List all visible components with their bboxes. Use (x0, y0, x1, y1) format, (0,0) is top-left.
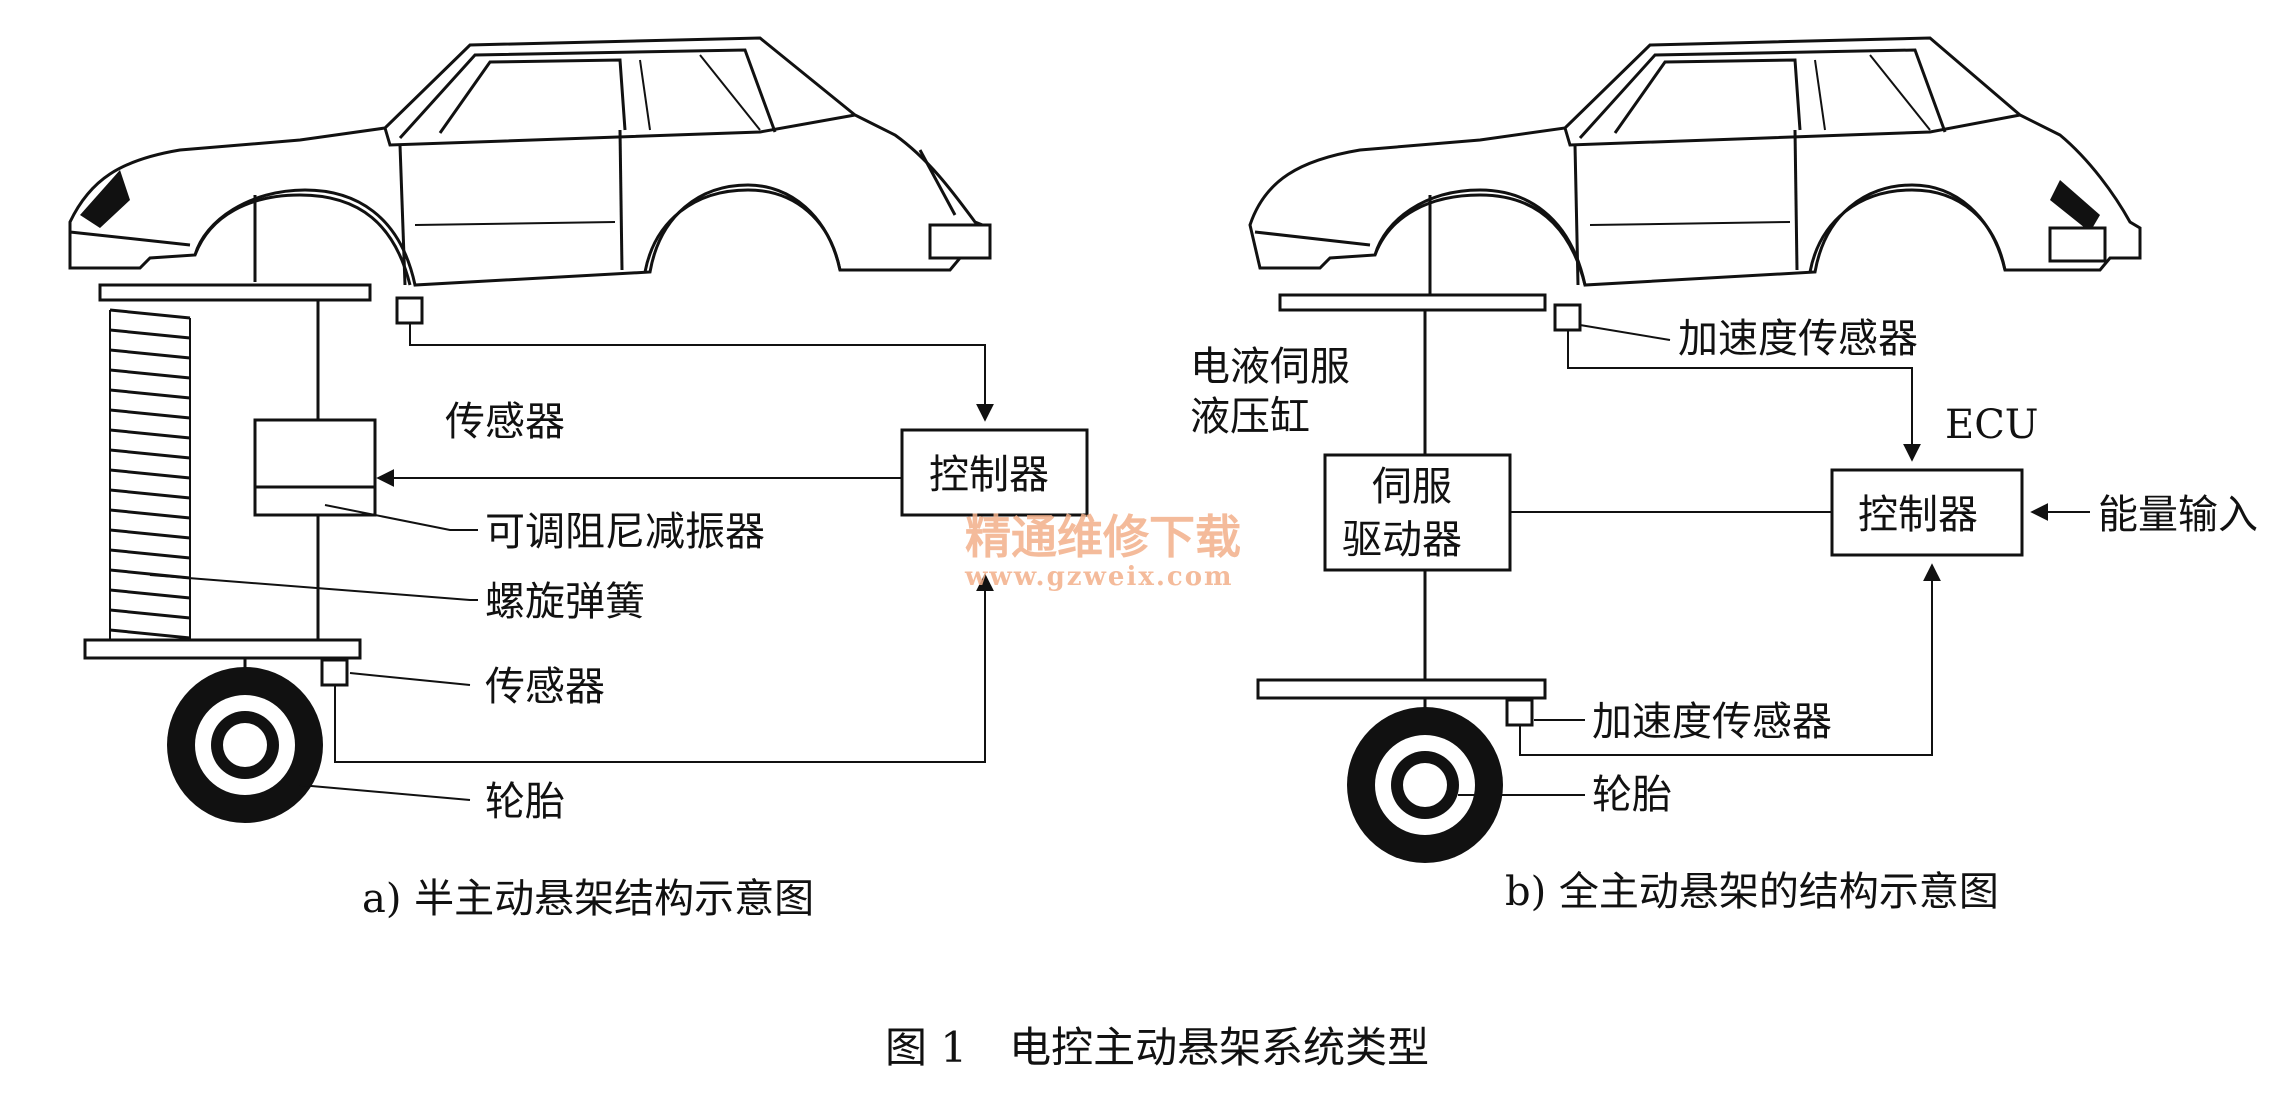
car-body-b (1248, 36, 2142, 287)
controller-box-a (900, 428, 1089, 517)
coil-spring-a (109, 308, 191, 640)
label-servo-line1: 伺服 (1372, 464, 1452, 510)
caption-a: a) 半主动悬架结构示意图 (362, 876, 814, 922)
label-accel-top-b: 加速度传感器 (1678, 316, 1918, 362)
tire-b (1347, 707, 1503, 863)
watermark-url: www.gzweix.com (964, 562, 1234, 592)
label-servo-line2: 驱动器 (1342, 517, 1462, 563)
label-ecu: ECU (1945, 402, 2039, 448)
label-cylinder-line2: 液压缸 (1190, 394, 1310, 440)
body-accel-sensor-b (1553, 303, 1582, 332)
label-controller-a: 控制器 (929, 452, 1049, 498)
diagram-b: 加速度传感器 电液伺服 液压缸 ECU 伺服 驱动器 控制器 能量输入 加速度传… (1190, 36, 2258, 915)
label-tire-a: 轮胎 (485, 779, 565, 825)
label-controller-b: 控制器 (1858, 492, 1978, 538)
servo-driver-box (1323, 453, 1512, 572)
wheel-accel-sensor-b (1505, 698, 1534, 727)
body-sensor-a (395, 296, 424, 325)
adjustable-damper-a (253, 418, 377, 517)
diagram-a: 传感器 控制器 可调阻尼减振器 螺旋弹簧 传感器 轮胎 a) 半主动悬架结构示意… (68, 36, 1089, 922)
label-damper-a: 可调阻尼减振器 (485, 509, 765, 555)
watermark-text: 精通维修下载 (965, 510, 1241, 564)
label-sensor-top-a: 传感器 (445, 399, 565, 445)
label-energy-input: 能量输入 (2098, 492, 2258, 538)
label-cylinder-line1: 电液伺服 (1190, 344, 1350, 390)
label-accel-bottom-b: 加速度传感器 (1592, 699, 1832, 745)
label-spring-a: 螺旋弹簧 (485, 579, 645, 625)
figure-caption: 图 1 电控主动悬架系统类型 (885, 1023, 1429, 1072)
wheel-sensor-a (320, 658, 349, 687)
label-tire-b: 轮胎 (1592, 772, 1672, 818)
label-sensor-bottom-a: 传感器 (485, 664, 605, 710)
car-body-a (68, 36, 992, 287)
caption-b: b) 全主动悬架的结构示意图 (1505, 869, 1999, 915)
tire-a (167, 667, 323, 823)
